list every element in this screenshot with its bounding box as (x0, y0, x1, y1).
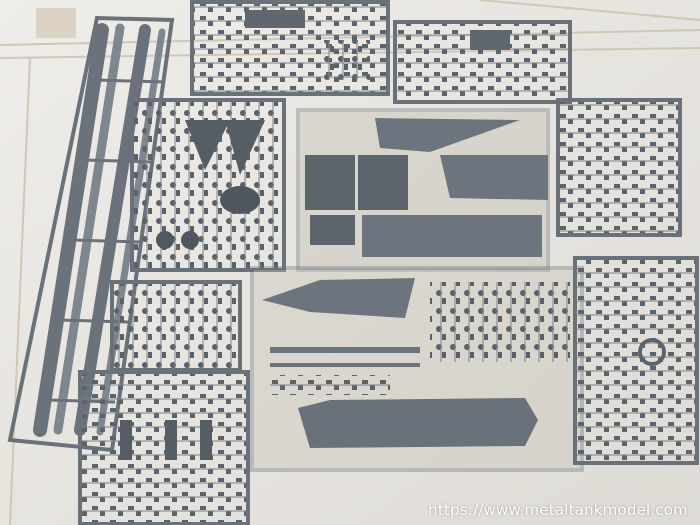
sprue-right-bottom (573, 256, 699, 465)
sprue-deck-center (296, 108, 550, 272)
sprue-main-deck (250, 266, 584, 472)
watermark-text: https://www.metaltankmodel.com (428, 501, 688, 519)
sprue-top-right (393, 20, 572, 104)
sprue-bottom-left (78, 370, 250, 525)
sprue-turret-parts (130, 98, 286, 272)
tile-square (36, 8, 76, 38)
sprue-lower-left-small (110, 280, 242, 372)
sprue-top-center (190, 0, 390, 96)
sprue-right-top (556, 98, 682, 237)
